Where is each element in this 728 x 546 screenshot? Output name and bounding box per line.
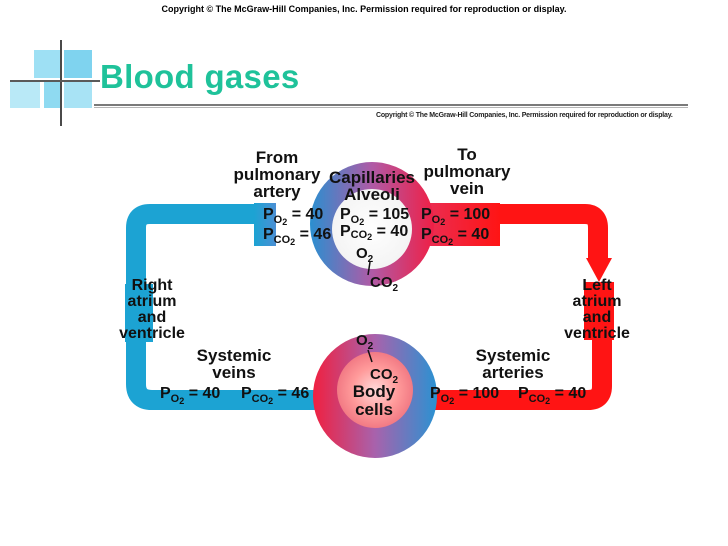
title-rule-light (94, 107, 688, 108)
pulmonary-vein-gases: PO2 = 100 PCO2 = 40 (421, 206, 490, 247)
pa-po2-value: 40 (305, 206, 323, 223)
svg-text:veins: veins (212, 363, 255, 382)
systemic-vein-gases: PO2 = 40 PCO2 = 46 (160, 385, 309, 406)
to-vein-line: To (457, 145, 477, 164)
pa-pco2-value: 46 (313, 226, 331, 243)
sa-pco2-value: 40 (568, 385, 586, 402)
systemic-arteries-label: Systemic arteries (476, 346, 551, 382)
alveolar-exchange: O2 CO2 (356, 245, 399, 294)
title-rule (94, 104, 688, 106)
from-artery-label: From pulmonary artery (234, 148, 321, 201)
from-artery-line: artery (253, 182, 301, 201)
from-artery-line: From (256, 148, 299, 167)
pulmonary-artery-gases: PO2 = 40 PCO2 = 46 (263, 206, 331, 247)
arrow-icon (367, 261, 371, 276)
alv-pco2-value: 40 (390, 223, 408, 240)
pulmonary-capillaries (310, 162, 434, 286)
svg-text:PO2 = 40: PO2 = 40 (160, 385, 220, 406)
alv-po2-value: 105 (382, 206, 409, 223)
copyright-notice: Copyright © The McGraw-Hill Companies, I… (161, 4, 567, 14)
svg-text:PCO2 = 40: PCO2 = 40 (340, 223, 408, 242)
page-title: Blood gases (100, 58, 300, 95)
svg-text:ventricle: ventricle (119, 325, 185, 342)
alveoli-label: Alveoli (344, 185, 400, 204)
left-heart-label: Left atrium and ventricle (564, 277, 630, 342)
svg-text:CO2: CO2 (370, 274, 399, 294)
svg-text:PO2 = 105: PO2 = 105 (340, 206, 409, 227)
sv-po2-value: 40 (202, 385, 220, 402)
to-vein-line: pulmonary (424, 162, 511, 181)
svg-text:O2: O2 (356, 245, 374, 265)
from-artery-line: pulmonary (234, 165, 321, 184)
svg-text:atrium: atrium (128, 293, 177, 310)
systemic-artery-gases: PO2 = 100 PCO2 = 40 (430, 385, 586, 406)
capillaries-label: Capillaries (329, 168, 415, 187)
svg-text:PCO2 = 40: PCO2 = 40 (421, 226, 489, 247)
svg-text:PO2 = 40: PO2 = 40 (263, 206, 323, 227)
sa-po2-value: 100 (472, 385, 499, 402)
svg-text:ventricle: ventricle (564, 325, 630, 342)
svg-text:and: and (138, 309, 166, 326)
left-heart-box (584, 282, 614, 340)
svg-text:PO2 = 100: PO2 = 100 (430, 385, 499, 406)
svg-text:Right: Right (132, 277, 174, 294)
svg-text:PO2 = 100: PO2 = 100 (421, 206, 490, 227)
body-cells-label: Body cells (353, 382, 396, 419)
svg-text:O2: O2 (356, 332, 374, 352)
pv-po2-value: 100 (463, 206, 490, 223)
svg-text:arteries: arteries (482, 363, 543, 382)
svg-text:Systemic: Systemic (197, 346, 272, 365)
arterial-circuit (415, 203, 612, 410)
right-heart-box (125, 284, 153, 342)
figure-copyright: Copyright © The McGraw-Hill Companies, I… (376, 112, 673, 119)
svg-text:CO2: CO2 (370, 366, 399, 386)
arrow-down-icon (586, 258, 612, 282)
systemic-veins-label: Systemic veins (197, 346, 272, 382)
to-vein-line: vein (450, 179, 484, 198)
right-heart-label: Right atrium and ventricle (119, 277, 185, 342)
arrow-icon (367, 349, 373, 363)
alveoli-gases: PO2 = 105 PCO2 = 40 (340, 206, 409, 242)
pv-pco2-value: 40 (471, 226, 489, 243)
svg-text:PCO2 = 46: PCO2 = 46 (263, 226, 331, 247)
systemic-capillaries (313, 334, 437, 458)
svg-text:and: and (583, 309, 611, 326)
svg-text:PCO2 = 40: PCO2 = 40 (518, 385, 586, 406)
to-vein-label: To pulmonary vein (424, 145, 511, 198)
svg-text:cells: cells (355, 400, 393, 419)
svg-text:PCO2 = 46: PCO2 = 46 (241, 385, 309, 406)
tissue-exchange: O2 CO2 (356, 332, 399, 386)
sv-pco2-value: 46 (291, 385, 309, 402)
svg-text:Body: Body (353, 382, 396, 401)
svg-text:atrium: atrium (573, 293, 622, 310)
svg-text:Left: Left (582, 277, 612, 294)
svg-text:Systemic: Systemic (476, 346, 551, 365)
